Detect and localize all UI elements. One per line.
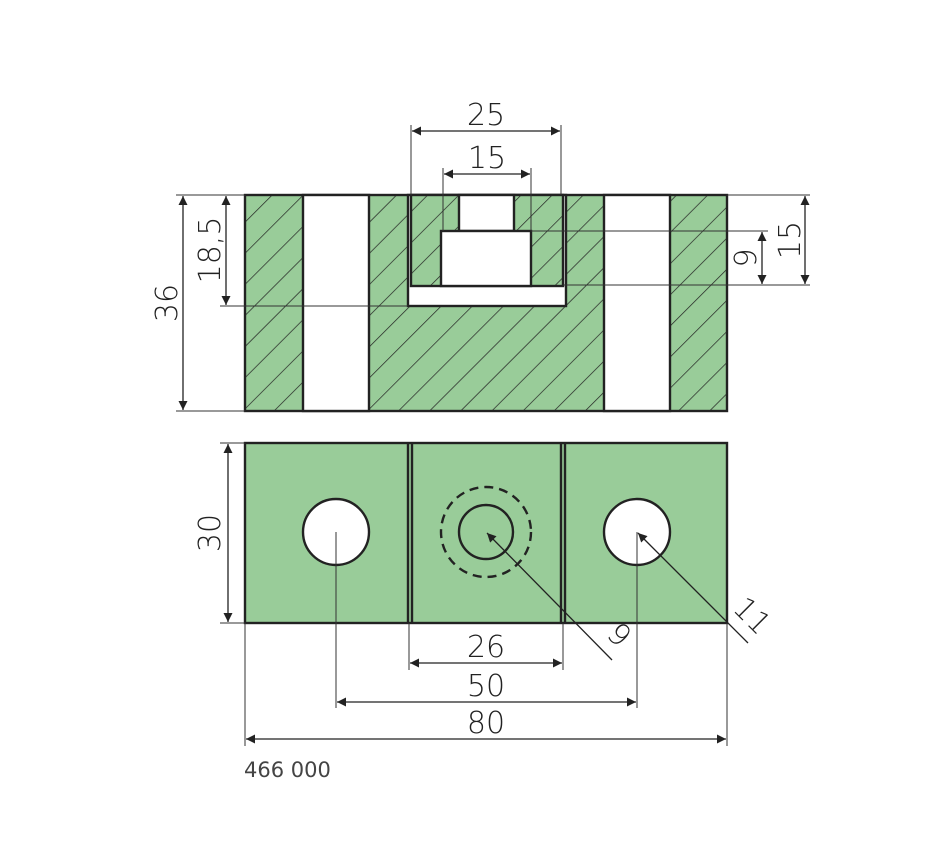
left-bore-section xyxy=(301,193,371,413)
dim-outer-hole-dia: 11 xyxy=(726,590,778,642)
insert-narrow-bore xyxy=(457,193,516,233)
section-view xyxy=(243,193,729,413)
dimension-lines xyxy=(178,126,810,744)
plan-view xyxy=(243,441,729,625)
dim-total-height: 36 xyxy=(150,284,185,322)
dim-center-width: 26 xyxy=(467,630,505,665)
dim-slot-depth: 18,5 xyxy=(193,217,228,284)
dim-top-outer: 25 xyxy=(467,98,505,133)
extension-lines xyxy=(176,125,810,746)
center-hole xyxy=(457,503,515,561)
insert-wide-bore xyxy=(439,229,533,288)
dim-total-length: 80 xyxy=(467,706,505,741)
dim-step-depth: 9 xyxy=(729,248,764,267)
dim-hole-spacing: 50 xyxy=(467,669,505,704)
dim-plan-depth: 30 xyxy=(193,514,228,552)
hidden-counterbore xyxy=(439,485,533,579)
part-number: 466 000 xyxy=(244,758,331,782)
dim-top-inner: 15 xyxy=(468,141,506,176)
dim-pocket-depth: 15 xyxy=(773,221,808,259)
right-bore-section xyxy=(602,193,672,413)
